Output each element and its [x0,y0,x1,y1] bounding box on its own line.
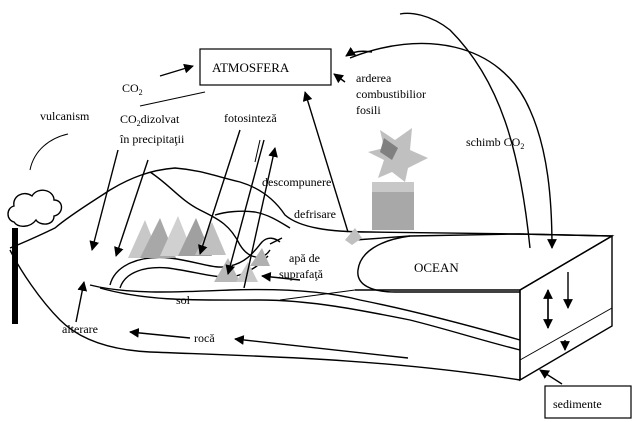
factory-building-icon [372,190,414,230]
sol-label: sol [176,293,191,307]
alterare-label: alterare [62,322,98,336]
descompunere-tick [254,139,261,163]
roca-label: rocă [194,331,215,345]
smoke-burst-icon [368,128,428,182]
ocean-sediment-line [519,307,613,361]
ocean-block-side [519,234,613,382]
roca-left-arrow [129,328,191,339]
schimb-co2-arc-up [399,12,531,249]
factory-roof [372,182,414,192]
fotosinteza-arrow-1 [198,129,241,255]
terrain-top-line [9,167,613,249]
co2-to-atmosfera-arrow [159,63,194,77]
sedimente-pointer-arrow [539,369,563,385]
descompunere-label: descompunere [262,175,331,189]
defrisare-label: defrisare [294,207,336,221]
fotosinteza-arrow-2 [225,139,265,275]
strata-line-3 [279,289,356,301]
fotosinteza-label: fotosinteză [224,111,277,125]
ocean-surface-outline [354,233,615,291]
schimb-co2-arrow-tip [345,47,373,57]
hill-line [214,210,291,229]
sedimente-label: sedimente [553,397,602,411]
fosili-label: fosili [356,103,381,117]
co2-label: CO2 [122,81,143,97]
labels: ATMOSFERA CO2 vulcanism CO2dizolvat în p… [40,60,602,411]
strata-line-2 [99,287,521,351]
atmosfera-box [199,48,332,86]
smoke-burst-dark [380,138,398,160]
volcanism-arc [29,133,69,171]
volcano [7,133,69,324]
roca-from-ocean-arrow [234,335,409,359]
volcano-smoke-cloud-icon [7,189,63,227]
ocean-coastline [357,235,520,293]
volcano-chimney [12,228,18,324]
combustibilior-label: combustibilior [356,87,426,101]
apa-tick [269,237,283,245]
defrisare-arrow [302,91,349,233]
atmosfera-label: ATMOSFERA [212,60,290,75]
river-line-inner [119,255,269,289]
trees [128,216,362,282]
landscape-block [9,167,615,382]
tree-icon [214,258,240,282]
schimb-co2-arrow-down [349,42,557,249]
valley-line [149,171,271,258]
arderea-label: arderea [356,71,392,85]
atmosfera-down-line [139,91,206,107]
schimb-co2-label: schimb CO2 [466,135,524,151]
suprafata-label: suprafaţă [279,267,324,281]
factory [368,128,428,230]
vulcanism-label: vulcanism [40,109,90,123]
sedimente-box [544,385,632,419]
in-precipitatii-label: în precipitaţii [119,132,185,146]
flow-arrows [75,12,573,385]
tree-icon [250,248,270,266]
apa-de-label: apă de [289,251,320,265]
precipitation-arrow-1 [89,149,119,251]
alterare-up-arrow [75,281,88,323]
block-bottom-edge [9,249,521,381]
apa-suprafata-arrow [261,272,301,282]
co2-dizolvat-label: CO2dizolvat [120,112,180,128]
strata-line-1 [89,284,521,341]
precipitation-arrow-2 [114,159,149,257]
descompunere-arrow [243,147,278,289]
arderea-to-atmosfera-arrow [333,73,346,84]
ocean-label: OCEAN [414,260,459,275]
cut-tree-icon [345,228,362,245]
